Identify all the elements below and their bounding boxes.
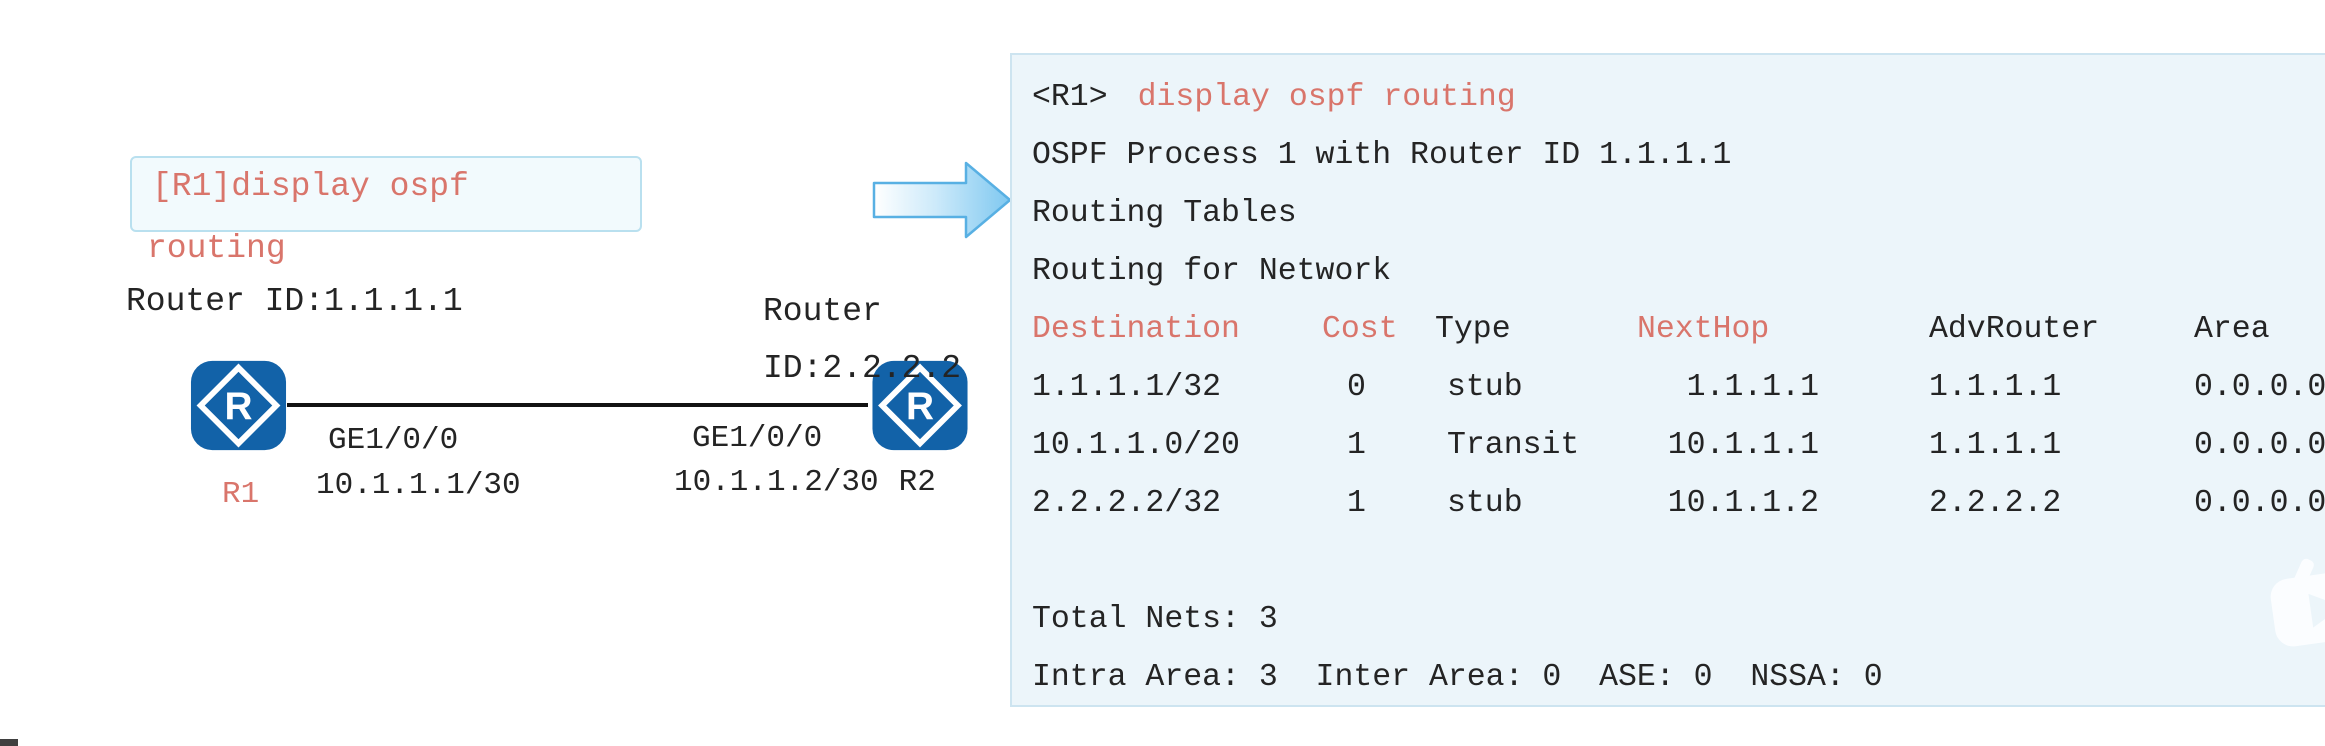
router-letter: R [224, 385, 252, 428]
r2-ip-row: 10.1.1.2/30 R2 [674, 465, 936, 500]
console-line-prompt: <R1> display ospf routing [1032, 77, 2325, 119]
console-line-routing-for-network: Routing for Network [1032, 254, 1392, 289]
total-nets-line: Total Nets: 3 [1032, 602, 1278, 637]
command-annotation-box [130, 156, 642, 232]
cell-nexthop: 10.1.1.2 [1667, 486, 1819, 521]
r1-ip-label: 10.1.1.1/30 [316, 468, 521, 503]
router-icon-r1: R [190, 360, 287, 451]
cell-type: stub [1447, 370, 1523, 405]
flow-arrow-icon [872, 161, 1012, 239]
r2-interface-label: GE1/0/0 [692, 421, 823, 456]
cell-nexthop: 1.1.1.1 [1686, 370, 1819, 405]
r1-router-id-label: Router ID:1.1.1.1 [126, 283, 463, 320]
col-header-type: Type [1435, 312, 1511, 347]
cell-cost: 0 [1347, 370, 1366, 405]
table-row: 1.1.1.1/32 0 stub 1.1.1.1 1.1.1.1 0.0.0.… [1012, 367, 2325, 409]
r2-ip-label: 10.1.1.2/30 [674, 465, 879, 500]
cell-area: 0.0.0.0 [2194, 428, 2325, 463]
cell-destination: 10.1.1.0/20 [1032, 428, 1240, 463]
console-output-panel: <R1> display ospf routing OSPF Process 1 … [1010, 53, 2325, 707]
link-line [287, 403, 868, 407]
col-spacer [1827, 309, 1929, 351]
cli-command: display ospf routing [1137, 80, 1516, 115]
cell-advrouter: 2.2.2.2 [1929, 486, 2062, 521]
cell-spacer [1827, 483, 1929, 525]
cell-destination: 2.2.2.2/32 [1032, 486, 1222, 521]
r1-interface-label: GE1/0/0 [328, 423, 459, 458]
table-row: 2.2.2.2/32 1 stub 10.1.1.2 2.2.2.2 0.0.0… [1012, 483, 2325, 525]
area-summary-line: Intra Area: 3 Inter Area: 0 ASE: 0 NSSA:… [1032, 660, 1883, 695]
cell-type: Transit [1447, 428, 1580, 463]
router-icon-body [190, 360, 287, 451]
col-header-nexthop: NextHop [1637, 312, 1770, 347]
screen-corner-artifact [0, 739, 18, 746]
r2-router-id-line1: Router [763, 293, 882, 330]
cell-advrouter: 1.1.1.1 [1929, 428, 2062, 463]
cell-nexthop: 10.1.1.1 [1667, 428, 1819, 463]
console-line-routing-tables: Routing Tables [1032, 196, 1297, 231]
col-header-destination: Destination [1032, 312, 1240, 347]
command-annotation-line1: [R1]display ospf [152, 168, 469, 205]
router-diamond [878, 363, 962, 448]
play-button-icon[interactable] [2250, 536, 2325, 673]
cell-area: 0.0.0.0 [2194, 486, 2325, 521]
col-header-advrouter: AdvRouter [1929, 312, 2100, 347]
r2-name-label: R2 [898, 465, 936, 500]
cell-area: 0.0.0.0 [2194, 370, 2325, 405]
cell-destination: 1.1.1.1/32 [1032, 370, 1222, 405]
command-annotation-line2: routing [147, 230, 286, 267]
router-icon-r2: R [872, 360, 968, 451]
cli-prompt: <R1> [1032, 80, 1108, 115]
col-header-cost: Cost [1322, 312, 1398, 347]
routing-table-header: Destination Cost Type NextHop AdvRouter … [1012, 309, 2325, 351]
cell-type: stub [1447, 486, 1523, 521]
cell-advrouter: 1.1.1.1 [1929, 370, 2062, 405]
cell-cost: 1 [1347, 486, 1366, 521]
router-letter: R [906, 385, 934, 428]
router-diamond [196, 363, 281, 448]
r1-name-label: R1 [222, 477, 260, 512]
cell-cost: 1 [1347, 428, 1366, 463]
cell-spacer [1827, 367, 1929, 409]
router-icon-body [872, 360, 968, 451]
console-line-process: OSPF Process 1 with Router ID 1.1.1.1 [1032, 138, 1732, 173]
r2-router-id-line2: ID:2.2.2.2 [763, 350, 962, 387]
table-row: 10.1.1.0/20 1 Transit 10.1.1.1 1.1.1.1 0… [1012, 425, 2325, 467]
cell-spacer [1827, 425, 1929, 467]
col-header-area: Area [2194, 312, 2270, 347]
